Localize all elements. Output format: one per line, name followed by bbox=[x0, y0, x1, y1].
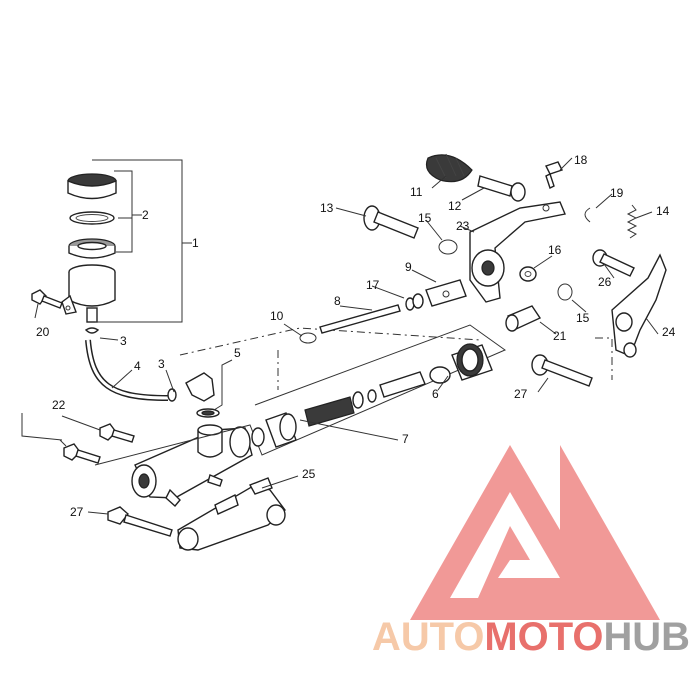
bolt-13 bbox=[363, 205, 419, 239]
callout-3-hose-end: 3 bbox=[120, 334, 127, 348]
washer-16 bbox=[519, 266, 537, 282]
callout-27-lower: 27 bbox=[70, 505, 84, 519]
pivot-21 bbox=[505, 305, 542, 332]
bracket-25 bbox=[177, 477, 286, 551]
callout-16: 16 bbox=[548, 243, 562, 257]
callout-10: 10 bbox=[270, 309, 284, 323]
dash-line-right bbox=[595, 337, 613, 380]
callout-1: 1 bbox=[192, 236, 199, 250]
callout-26: 26 bbox=[598, 275, 612, 289]
callout-5: 5 bbox=[234, 346, 241, 360]
watermark-logo-mark bbox=[410, 445, 660, 620]
callout-27-upper: 27 bbox=[514, 387, 528, 401]
callout-18: 18 bbox=[574, 153, 588, 167]
callout-23: 23 bbox=[456, 219, 470, 233]
kit-outline bbox=[94, 324, 507, 466]
bolts-22 bbox=[63, 423, 135, 464]
callout-12: 12 bbox=[448, 199, 462, 213]
callout-6: 6 bbox=[432, 387, 439, 401]
callout-19: 19 bbox=[610, 186, 624, 200]
watermark-wordmark: AUTOMOTOHUB bbox=[372, 615, 690, 659]
screw-18 bbox=[545, 161, 563, 189]
watermark-text-hub: HUB bbox=[603, 615, 690, 659]
watermark-text-auto: AUTO bbox=[372, 615, 484, 659]
callout-17: 17 bbox=[366, 278, 380, 292]
master-cylinder-body bbox=[131, 424, 253, 508]
lever-23 bbox=[469, 201, 566, 303]
clip-19 bbox=[584, 207, 591, 223]
svg-text:AUTOMOTOHUB: AUTOMOTOHUB bbox=[372, 615, 690, 659]
watermark-logo bbox=[410, 445, 660, 620]
callout-2: 2 bbox=[142, 208, 149, 222]
reservoir-assembly bbox=[61, 173, 117, 334]
callout-13: 13 bbox=[320, 201, 334, 215]
callout-3-fitting: 3 bbox=[158, 357, 165, 371]
bolt-20 bbox=[31, 289, 63, 309]
callout-22: 22 bbox=[52, 398, 66, 412]
callout-8: 8 bbox=[334, 294, 341, 308]
bolt-27-lower bbox=[107, 506, 173, 537]
callout-24: 24 bbox=[662, 325, 676, 339]
callout-15-right: 15 bbox=[576, 311, 590, 325]
pedal-rubber-11 bbox=[425, 153, 473, 183]
fitting bbox=[185, 372, 220, 418]
callout-11: 11 bbox=[410, 185, 423, 199]
callout-7: 7 bbox=[402, 432, 409, 446]
callout-21: 21 bbox=[553, 329, 567, 343]
bracket-24 bbox=[611, 253, 667, 358]
callout-4: 4 bbox=[134, 359, 141, 373]
callout-20: 20 bbox=[36, 325, 50, 339]
kit-internals bbox=[251, 343, 493, 448]
bolt-26 bbox=[592, 249, 635, 277]
callout-14: 14 bbox=[656, 204, 670, 218]
spring-14 bbox=[626, 204, 638, 239]
oring-15-left bbox=[438, 239, 458, 255]
callout-labels: 1 2 3 3 4 5 6 7 8 9 10 11 12 13 14 15 15… bbox=[36, 153, 676, 519]
watermark-text-moto: MOTO bbox=[484, 615, 603, 659]
callout-25: 25 bbox=[302, 467, 316, 481]
callout-15-left: 15 bbox=[418, 211, 432, 225]
bolt-27-upper bbox=[531, 354, 593, 387]
hose bbox=[85, 339, 177, 402]
pushrod-assembly bbox=[299, 279, 467, 344]
leader-lines bbox=[21, 157, 659, 515]
oring-15-right bbox=[557, 283, 573, 301]
pedal-pin-12 bbox=[477, 175, 526, 202]
callout-9: 9 bbox=[405, 260, 412, 274]
